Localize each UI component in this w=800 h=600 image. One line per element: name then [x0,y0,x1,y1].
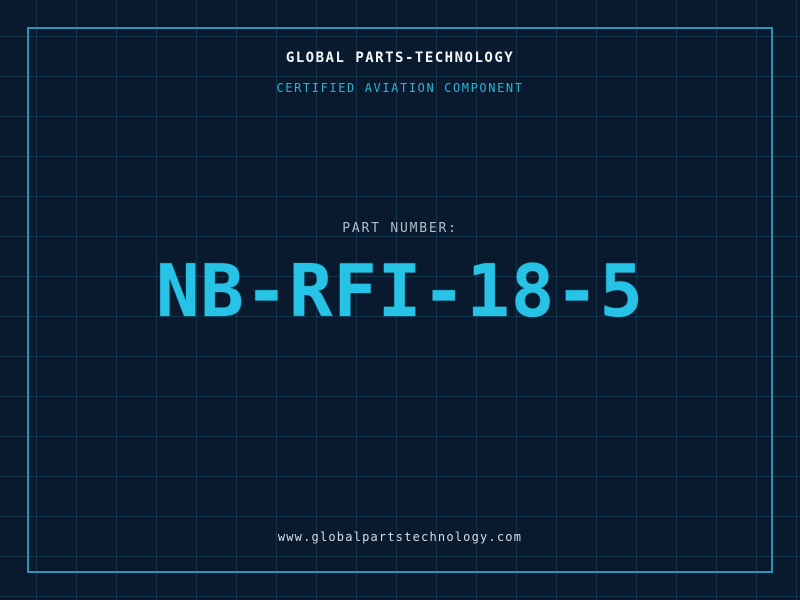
certification-tagline: CERTIFIED AVIATION COMPONENT [276,81,524,95]
part-number-value: NB-RFI-18-5 [156,249,644,333]
company-name: GLOBAL PARTS-TECHNOLOGY [285,50,515,66]
part-number-label: PART NUMBER: [342,221,458,236]
website-url: www.globalpartstechnology.com [277,530,523,544]
